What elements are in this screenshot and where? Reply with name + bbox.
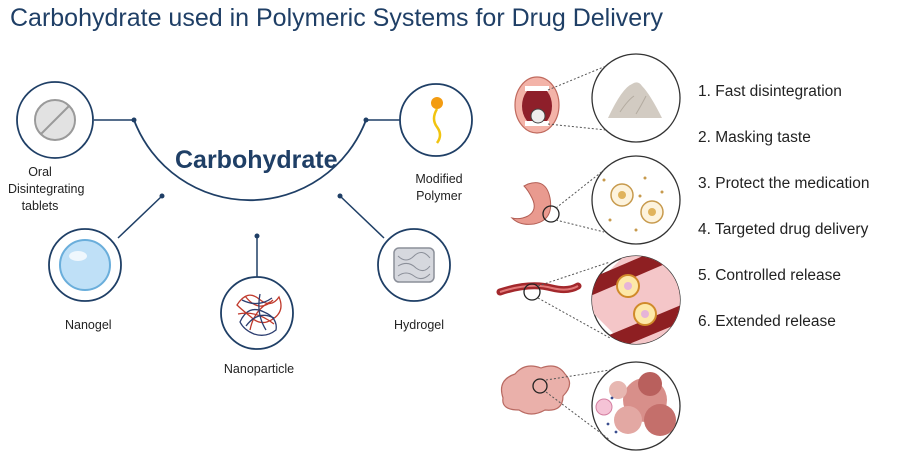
modified-polymer-icon bbox=[399, 83, 473, 157]
zoom-lines bbox=[537, 65, 611, 441]
vessel-particles-icon bbox=[591, 255, 681, 345]
mouth-icon bbox=[514, 76, 560, 134]
label-oral-disintegrating-tablets: Oral Disintegrating tablets bbox=[8, 164, 84, 215]
label-modified-polymer: Modified Polymer bbox=[415, 172, 463, 203]
benefit-fast-disintegration: 1. Fast disintegration bbox=[698, 83, 842, 100]
cell-icon bbox=[595, 398, 613, 416]
stomach-icon bbox=[510, 182, 560, 225]
connector-dots bbox=[131, 117, 369, 239]
label-nanoparticle: Nanoparticle bbox=[223, 362, 295, 376]
benefit-protect-medication: 3. Protect the medication bbox=[698, 175, 870, 192]
label-hydrogel: Hydrogel bbox=[393, 318, 445, 332]
nanogel-icon bbox=[48, 228, 122, 302]
benefit-masking-taste: 2. Masking taste bbox=[698, 129, 811, 146]
center-label: Carbohydrate bbox=[175, 146, 338, 174]
blood-vessel-icon bbox=[496, 282, 582, 301]
benefit-extended-release: 6. Extended release bbox=[698, 313, 836, 330]
page-title: Carbohydrate used in Polymeric Systems f… bbox=[10, 4, 664, 32]
benefit-controlled-release: 5. Controlled release bbox=[698, 267, 842, 284]
hydrogel-icon bbox=[377, 228, 451, 302]
connectors bbox=[94, 119, 400, 278]
label-line: Oral Disintegrating tablets bbox=[8, 165, 85, 213]
tumor-cells-icon bbox=[591, 361, 681, 451]
benefit-targeted-delivery: 4. Targeted drug delivery bbox=[698, 221, 869, 238]
carbohydrate-arc bbox=[133, 119, 367, 201]
powder-icon bbox=[591, 53, 681, 143]
capsule-particles-icon bbox=[591, 155, 681, 245]
nanoparticle-icon bbox=[220, 276, 294, 350]
tissue-icon bbox=[500, 365, 571, 415]
label-nanogel: Nanogel bbox=[65, 318, 112, 332]
tablet-icon bbox=[16, 81, 94, 159]
